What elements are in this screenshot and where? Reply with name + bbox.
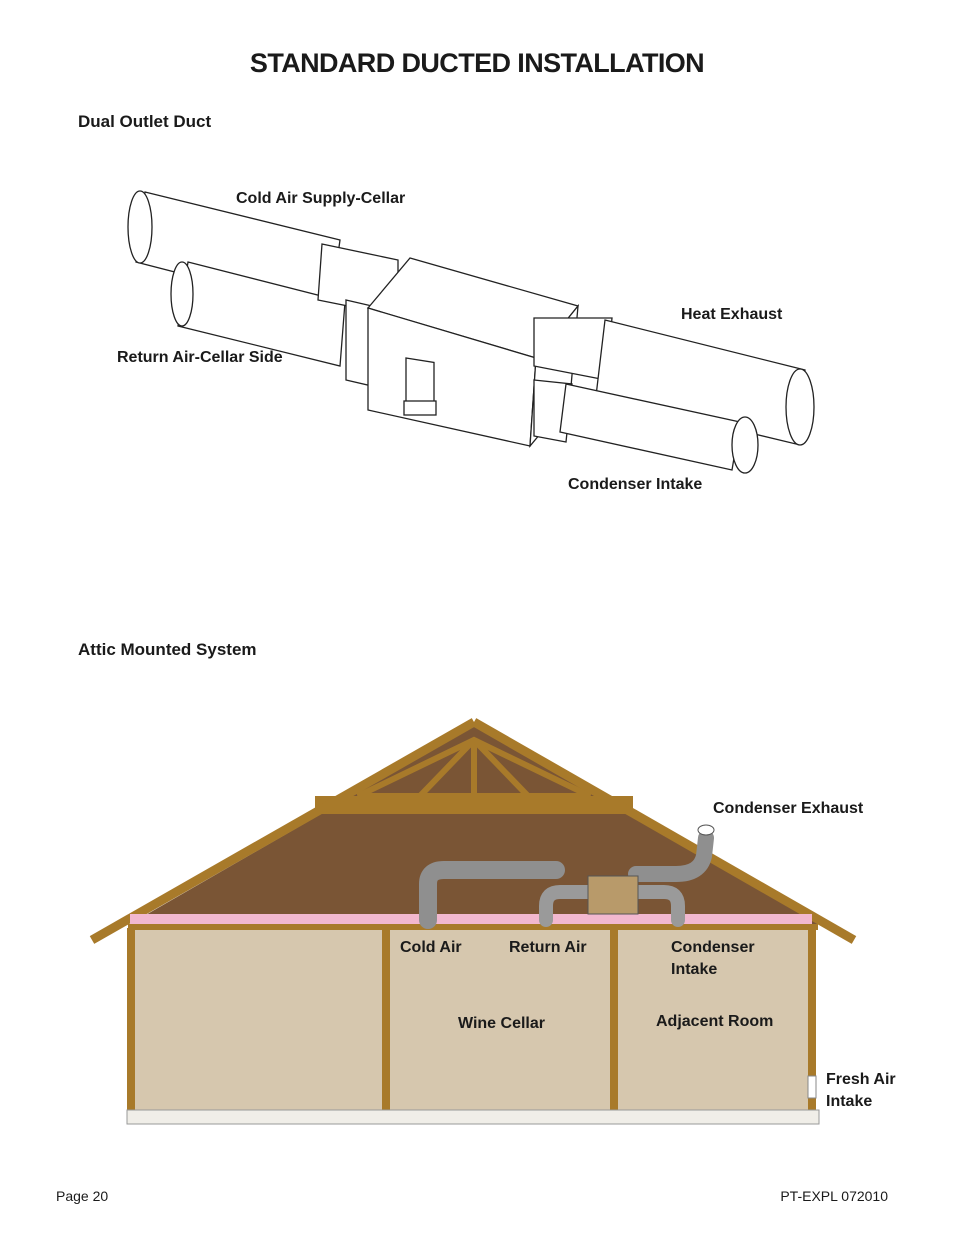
condenser-intake-duct-attic — [629, 885, 685, 927]
wall-stud-3 — [610, 928, 618, 1112]
unit-control-panel — [403, 400, 437, 416]
room-left — [134, 930, 384, 1110]
collar-tie — [315, 796, 633, 814]
label-condenser-intake-attic: Condenser Intake — [671, 939, 755, 978]
cold-air-duct — [419, 861, 565, 929]
label-condenser-intake: Condenser Intake — [568, 476, 703, 493]
footer-page-number: Page 20 — [56, 1188, 109, 1204]
page-title: STANDARD DUCTED INSTALLATION — [249, 48, 705, 78]
label-return-air-cellar: Return Air-Cellar Side — [117, 349, 283, 366]
attic-title: Attic Mounted System — [78, 640, 257, 659]
attic-unit — [587, 875, 639, 915]
rafter-right — [471, 718, 857, 944]
wall-stud-1 — [127, 928, 135, 1112]
label-adjacent-room: Adjacent Room — [656, 1013, 774, 1030]
floor-slab — [126, 1109, 820, 1125]
dual-outlet-title: Dual Outlet Duct — [78, 112, 212, 131]
label-fresh-air-intake: Fresh Air Intake — [826, 1071, 896, 1110]
condenser-intake-duct — [559, 383, 741, 471]
room-adjacent — [618, 930, 808, 1110]
return-air-duct-attic — [539, 885, 597, 927]
rafter-left — [89, 718, 477, 944]
truss-web-right — [471, 737, 531, 799]
condenser-exhaust-duct — [628, 830, 714, 882]
truss-web-left — [417, 737, 477, 799]
label-return-air: Return Air — [509, 939, 587, 956]
room-wine-cellar — [390, 930, 610, 1110]
return-air-duct-end — [170, 261, 194, 327]
exhaust-outlet — [697, 824, 715, 836]
label-heat-exhaust: Heat Exhaust — [681, 306, 783, 323]
footer-doc-code: PT-EXPL 072010 — [780, 1188, 888, 1204]
ceiling-joist — [128, 924, 818, 930]
label-cold-air: Cold Air — [400, 939, 462, 956]
heat-exhaust-duct-end — [785, 368, 815, 446]
fresh-air-vent — [807, 1075, 817, 1099]
label-condenser-exhaust: Condenser Exhaust — [713, 800, 864, 817]
label-cold-air-supply: Cold Air Supply-Cellar — [236, 190, 406, 207]
label-wine-cellar: Wine Cellar — [458, 1015, 545, 1032]
cold-air-supply-duct-end — [127, 190, 153, 264]
wall-stud-2 — [382, 928, 390, 1112]
condenser-intake-duct-end — [731, 416, 759, 474]
wall-stud-4 — [808, 928, 816, 1112]
